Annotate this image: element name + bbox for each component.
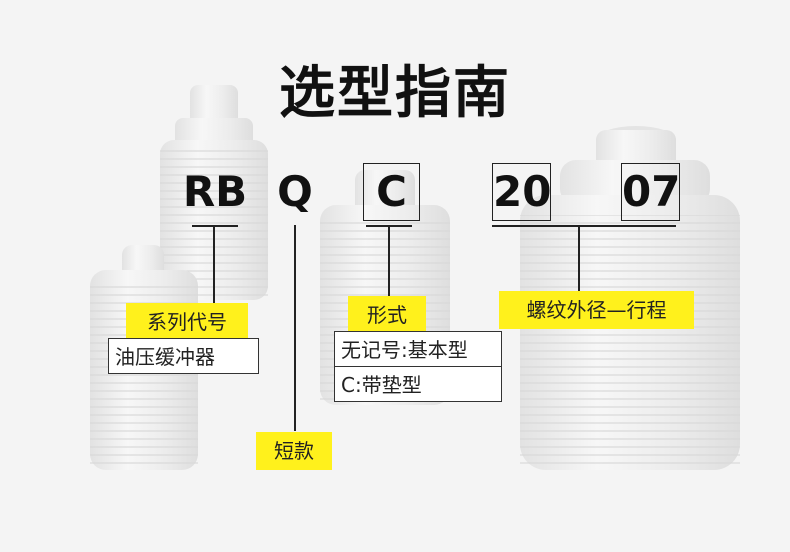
connector-form-v xyxy=(388,225,390,297)
page-title: 选型指南 xyxy=(279,61,511,126)
code-short: Q xyxy=(277,167,313,216)
code-form: C xyxy=(363,163,420,221)
connector-thread-stroke-h xyxy=(492,225,676,227)
connector-short-v xyxy=(294,225,296,431)
label-form: 形式 xyxy=(348,296,426,334)
code-thread: 20 xyxy=(492,163,551,221)
connector-thread-stroke-v xyxy=(578,225,580,291)
label-series: 系列代号 xyxy=(126,303,248,341)
connector-series-h xyxy=(192,225,238,227)
label-form-option-cushion: C:带垫型 xyxy=(334,366,502,402)
buffer-silhouette-right xyxy=(520,126,740,470)
code-series: RB xyxy=(182,167,248,216)
label-short: 短款 xyxy=(256,432,332,470)
connector-series-v xyxy=(213,225,215,305)
label-series-desc: 油压缓冲器 xyxy=(108,338,259,374)
code-stroke: 07 xyxy=(621,163,680,221)
label-thread-stroke: 螺纹外径—行程 xyxy=(499,291,694,329)
label-form-option-basic: 无记号:基本型 xyxy=(334,331,502,367)
